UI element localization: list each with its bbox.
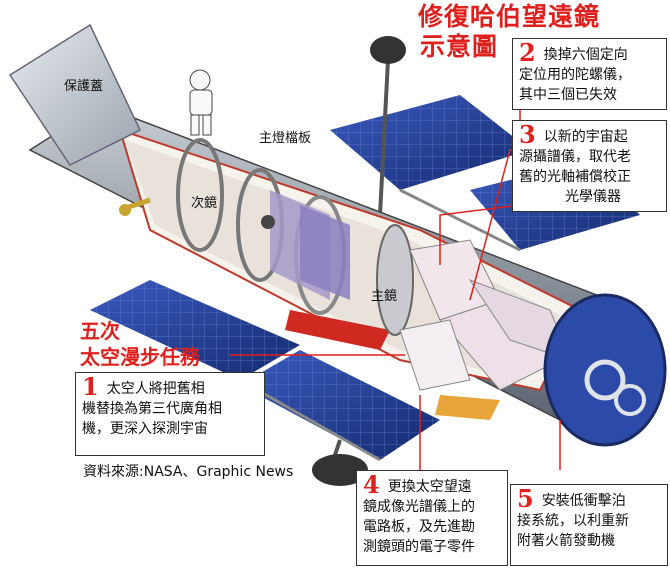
callout-3-line-1: 以新的宇宙起 [543,129,628,145]
callout-5-line-2: 接系統，以利重新 [517,513,629,529]
callout-4-line-3: 電路板，及先進勘 [363,519,475,535]
mission-line-1: 五次 [80,319,120,343]
astronaut [189,69,213,136]
callout-3-line-3: 舊的光軸補償校正 [519,169,631,185]
callout-3: 3 以新的宇宙起 源攝譜儀，取代老 舊的光軸補償校正 光學儀器 [512,120,667,212]
callout-3-line-2: 源攝譜儀，取代老 [519,149,631,165]
callout-2-line-3: 其中三個已失效 [519,87,617,103]
protective-cover [8,23,141,166]
callout-2-line-2: 定位用的陀螺儀， [519,67,631,83]
callout-3-number: 3 [519,120,536,149]
title-line-1: 修復哈伯望遠鏡 [418,2,601,31]
callout-3-line-4: 光學儀器 [565,189,621,205]
callout-2-line-1: 換掉六個定向 [543,47,628,63]
callout-1-line-2: 機替換為第三代廣角相 [82,401,222,417]
callout-4-line-2: 鏡成像光譜儀上的 [363,499,475,515]
callout-4: 4 更換太空望遠 鏡成像光譜儀上的 電路板，及先進勘 測鏡頭的電子零件 [356,470,508,566]
secondary-mirror [261,215,275,229]
callout-1-line-3: 機，更深入探測宇宙 [82,421,208,437]
secondary-mirror-label: 次鏡 [191,196,218,211]
callout-1-number: 1 [82,372,99,401]
callout-5-number: 5 [517,484,534,513]
source-credit: 資料來源:NASA、Graphic News [80,461,297,481]
title-line-2: 示意圖 [420,32,499,61]
callout-1-line-1: 太空人將把舊相 [106,381,205,397]
aft-bulkhead [543,293,667,447]
callout-5-line-3: 附著火箭發動機 [517,533,615,549]
primary-mirror-label: 主鏡 [371,289,398,304]
primary-mirror [376,224,414,336]
telescope-body [28,104,667,447]
callout-4-number: 4 [363,470,380,499]
callout-2-number: 2 [519,38,536,67]
callout-4-line-1: 更換太空望遠 [387,479,472,495]
protective-cover-label: 保護蓋 [64,79,104,94]
callout-1: 1 太空人將把舊相 機替換為第三代廣角相 機，更深入探測宇宙 [75,372,265,456]
callout-4-line-4: 測鏡頭的電子零件 [363,539,475,555]
mission-heading: 五次 太空漫步任務 [80,318,200,370]
antenna [312,36,406,486]
callout-2: 2 換掉六個定向 定位用的陀螺儀， 其中三個已失效 [512,38,667,110]
diagram-title: 修復哈伯望遠鏡 示意圖 [418,2,600,62]
mission-line-2: 太空漫步任務 [80,345,200,369]
callout-5-line-1: 安裝低衝擊泊 [541,493,626,509]
main-baffle-label: 主燈檔板 [259,131,312,146]
callout-5: 5 安裝低衝擊泊 接系統，以利重新 附著火箭發動機 [510,484,668,566]
